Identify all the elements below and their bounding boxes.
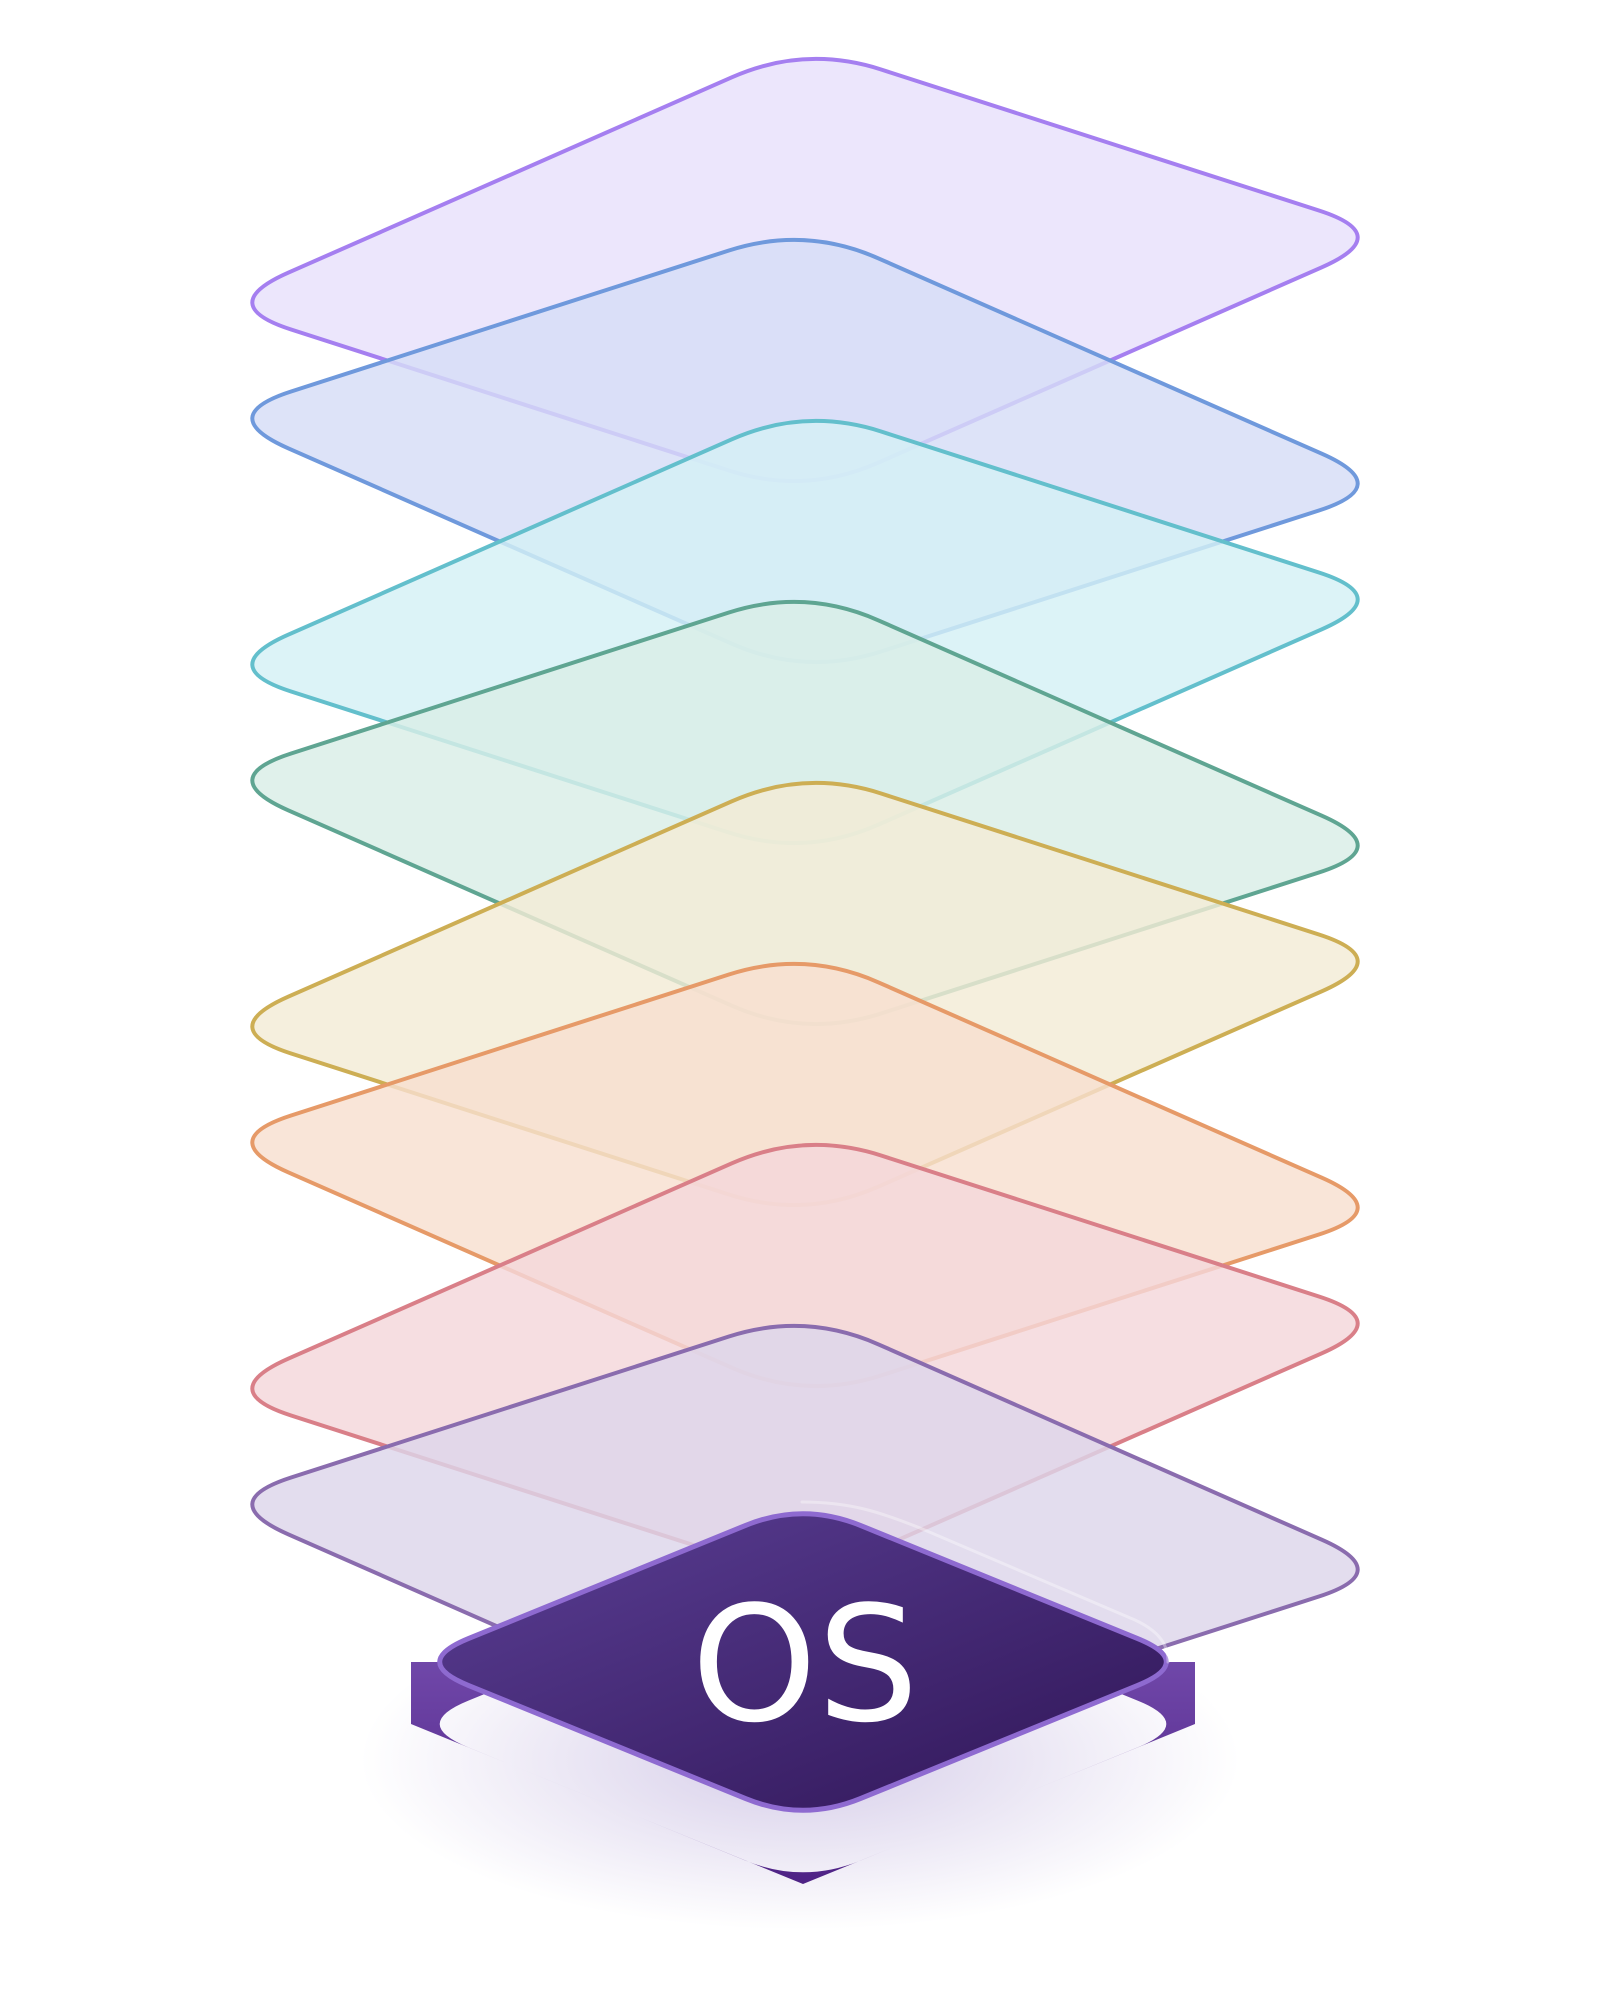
os-base-label: OS [691, 1571, 919, 1758]
layer-stack [250, 56, 1360, 1751]
os-base-block: OS [360, 1500, 1240, 1930]
os-base-top [437, 1511, 1169, 1813]
os-base-highlight [800, 1500, 1170, 1664]
